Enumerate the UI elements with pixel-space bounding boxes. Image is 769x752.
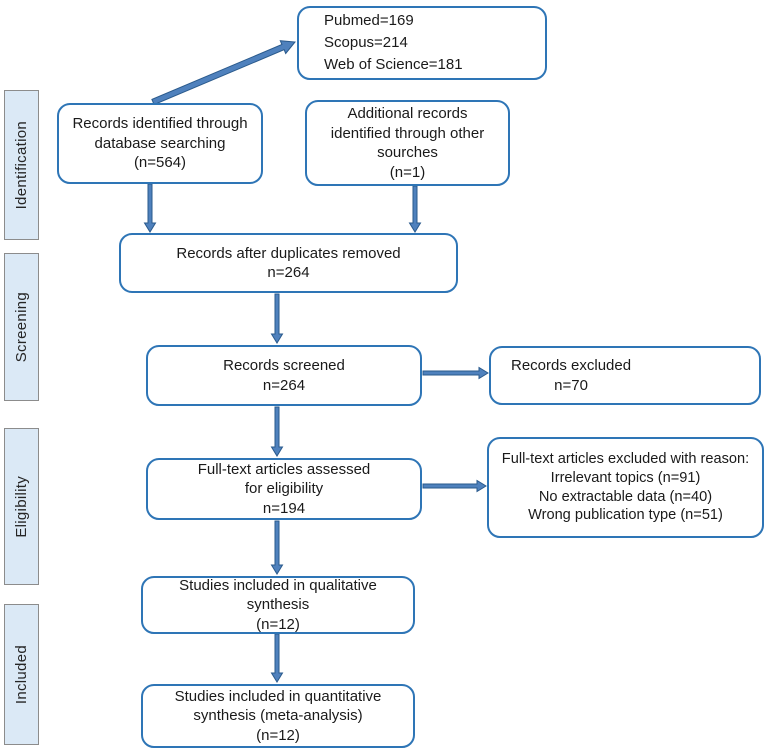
box-database-counts: Pubmed=169 Scopus=214 Web of Science=181 <box>297 6 547 80</box>
box-line: database searching <box>94 134 226 152</box>
stage-label-eligibility: Eligibility <box>4 428 39 585</box>
arrow-screened-to-excluded <box>422 366 489 380</box>
box-line: synthesis <box>246 596 310 614</box>
box-line: n=194 <box>262 499 306 517</box>
arrow-additional-to-deduplicated <box>408 185 422 233</box>
box-line: n=70 <box>554 376 588 394</box>
box-text-block: Records excluded n=70 <box>511 356 631 395</box>
box-fulltext-excluded: Full-text articles excluded with reason:… <box>487 437 764 538</box>
arrow-screened-to-fulltext <box>270 406 284 457</box>
stage-label-screening: Screening <box>4 253 39 401</box>
box-fulltext-assessed: Full-text articles assessed for eligibil… <box>146 458 422 520</box>
arrow-fulltext-to-ft-excluded <box>422 479 487 493</box>
box-line: Scopus=214 <box>324 34 408 52</box>
box-line: synthesis (meta-analysis) <box>193 707 363 725</box>
box-line: Pubmed=169 <box>324 12 414 30</box>
box-records-excluded: Records excluded n=70 <box>489 346 761 405</box>
arrow-deduplicated-to-screened <box>270 293 284 344</box>
box-line: n=264 <box>267 264 310 281</box>
box-line: for eligibility <box>244 480 324 498</box>
box-line: (n=12) <box>256 726 300 744</box>
box-line: No extractable data (n=40) <box>538 488 713 505</box>
stage-label-identification: Identification <box>4 90 39 240</box>
box-line: (n=564) <box>133 154 187 172</box>
arrow-identified-to-deduplicated <box>143 183 157 233</box>
box-line: (n=12) <box>256 615 300 633</box>
box-line: Records screened <box>223 357 345 374</box>
box-line: Full-text articles excluded with reason: <box>501 450 750 467</box>
box-records-screened: Records screened n=264 <box>146 345 422 406</box>
box-line: identified through other <box>330 124 485 142</box>
box-line: Records identified through <box>72 115 248 133</box>
arrow-fulltext-to-qualitative <box>270 520 284 575</box>
arrow-qualitative-to-quantitative <box>270 633 284 683</box>
box-line: Records excluded <box>511 357 632 374</box>
box-line: Full-text articles assessed <box>197 460 371 478</box>
arrow-identified-to-sources <box>151 40 296 106</box>
box-line: Studies included in quantitative <box>174 687 382 705</box>
box-duplicates-removed: Records after duplicates removed n=264 <box>119 233 458 293</box>
stage-label-text: Identification <box>13 120 30 210</box>
box-line: Additional records <box>347 105 468 122</box>
box-line: Records after duplicates removed <box>176 244 401 262</box>
box-line: Studies included in qualitative <box>179 576 377 594</box>
box-line: Wrong publication type (n=51) <box>528 507 723 524</box>
stage-label-included: Included <box>4 604 39 745</box>
stage-label-text: Eligibility <box>13 475 30 538</box>
stage-label-text: Screening <box>13 291 30 363</box>
box-line: n=264 <box>262 376 306 394</box>
box-records-identified: Records identified through database sear… <box>57 103 263 184</box>
box-additional-records: Additional records identified through ot… <box>305 100 510 186</box>
stage-label-text: Included <box>13 644 30 705</box>
box-line: (n=1) <box>389 163 426 181</box>
box-line: sourches <box>377 144 438 161</box>
box-line: Web of Science=181 <box>324 55 463 73</box>
box-qualitative-synthesis: Studies included in qualitative synthesi… <box>141 576 415 634</box>
box-quantitative-synthesis: Studies included in quantitative synthes… <box>141 684 415 748</box>
box-line: Irrelevant topics (n=91) <box>550 469 701 486</box>
